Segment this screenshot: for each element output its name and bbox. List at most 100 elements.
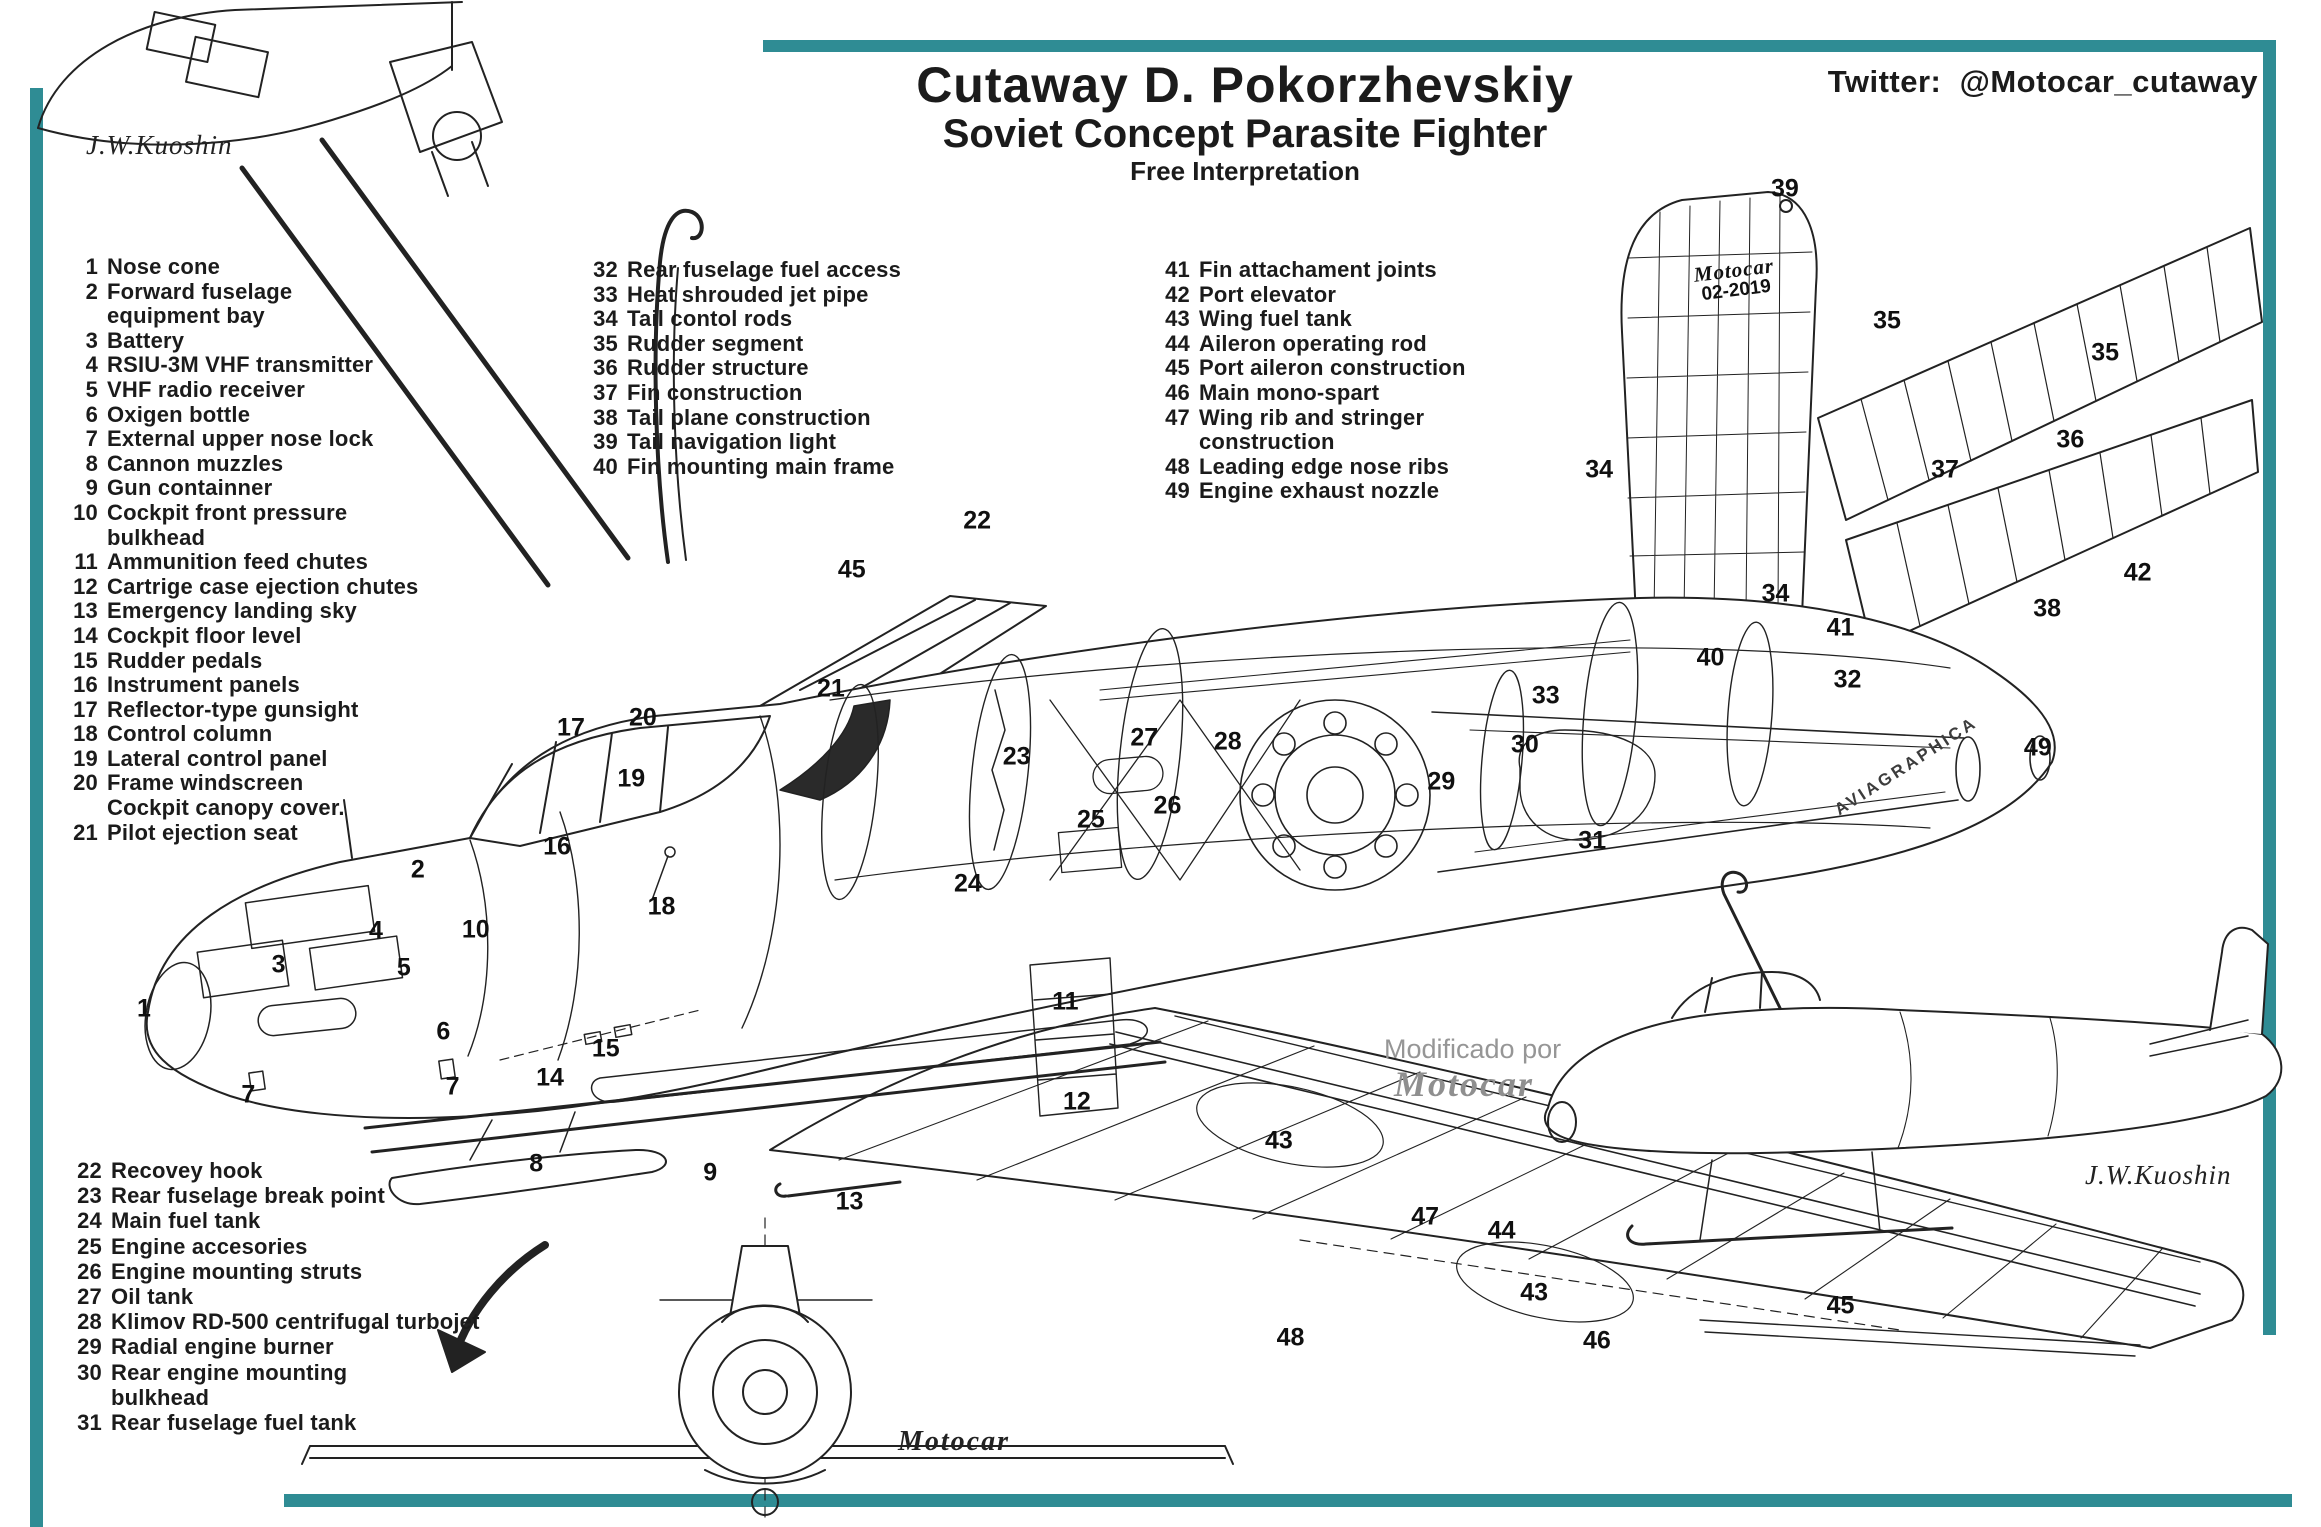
trapeze-detail-drawing	[37, 1, 631, 588]
modified-by-label: Modificado por	[1384, 1034, 1562, 1064]
legend-item-label: Rudder pedals	[107, 647, 263, 673]
legend-item-label: Ammunition feed chutes	[107, 549, 369, 575]
callout-40: 40	[1696, 643, 1725, 672]
legend-item-label: Recovey hook	[111, 1158, 263, 1183]
legend-item-number: 9	[85, 475, 98, 501]
callout-13: 13	[835, 1187, 864, 1216]
callout-11: 11	[1052, 987, 1079, 1016]
legend-item-label: Rudder structure	[627, 355, 809, 381]
legend-item-label: construction	[1199, 429, 1335, 455]
callout-7: 7	[241, 1080, 256, 1109]
callout-19: 19	[617, 764, 646, 793]
legend-item-label: Fin attachament joints	[1199, 257, 1437, 282]
legend-item-number: 17	[73, 696, 98, 722]
legend-item-label: Tail plane construction	[627, 404, 871, 430]
callout-10: 10	[461, 915, 490, 944]
legend-item-30-cont: bulkhead	[62, 1385, 480, 1410]
legend-item-label: equipment bay	[107, 303, 265, 329]
legend-item-label: Main mono-spart	[1199, 379, 1380, 405]
legend-item-label: Wing fuel tank	[1199, 306, 1352, 332]
legend-item-label: Frame windscreen	[107, 770, 304, 796]
twitter-label: Twitter:	[1827, 64, 1942, 99]
legend-item-number: 13	[73, 598, 98, 624]
legend-item-42: 42 Port elevator	[1150, 281, 1466, 308]
legend-item-43: 43 Wing fuel tank	[1150, 307, 1466, 332]
legend-item-label: Oil tank	[111, 1284, 194, 1310]
callout-37: 37	[1931, 455, 1959, 484]
legend-item-label: Port elevator	[1199, 281, 1337, 307]
front-view-drawing	[301, 1217, 1234, 1525]
legend-item-number: 32	[593, 257, 618, 282]
legend-item-label: Heat shrouded jet pipe	[627, 281, 869, 307]
callout-36: 36	[2056, 425, 2085, 454]
legend-item-number: 36	[593, 355, 618, 381]
title-line-3: Free Interpretation	[1130, 156, 1360, 186]
legend-item-number: 31	[77, 1410, 102, 1436]
legend-item-2-cont: equipment bay	[58, 304, 418, 329]
legend-item-label: Engine mounting struts	[111, 1258, 363, 1284]
legend-item-36: 36 Rudder structure	[578, 356, 901, 381]
callout-23: 23	[1002, 742, 1031, 771]
callout-43: 43	[1264, 1126, 1293, 1155]
callout-47: 47	[1411, 1202, 1439, 1231]
legend-item-10-cont: bulkhead	[58, 525, 418, 551]
legend-item-label: Cockpit canopy cover.	[107, 795, 345, 821]
legend-item-number: 7	[85, 426, 98, 452]
callout-33: 33	[1531, 681, 1560, 710]
callout-4: 4	[369, 916, 383, 945]
callout-29: 29	[1427, 767, 1456, 796]
legend-item-number: 11	[74, 549, 98, 575]
legend-item-number: 25	[77, 1233, 102, 1259]
nose-equipment-drawing	[144, 799, 701, 1092]
callout-12: 12	[1063, 1087, 1091, 1116]
callout-49: 49	[2023, 733, 2052, 762]
legend-item-label: Nose cone	[107, 254, 221, 279]
callout-48: 48	[1276, 1323, 1305, 1352]
title-line-1: Cutaway D. Pokorzhevskiy	[916, 57, 1574, 113]
legend-item-11: 11 Ammunition feed chutes	[58, 550, 418, 575]
callout-43: 43	[1520, 1278, 1549, 1307]
legend-item-number: 35	[593, 330, 618, 356]
legend-item-number: 12	[73, 573, 98, 599]
rotation-arrow	[437, 1241, 549, 1373]
legend-item-number: 43	[1165, 306, 1190, 332]
legend-item-number: 6	[85, 401, 98, 427]
callout-14: 14	[536, 1063, 564, 1092]
callout-26: 26	[1153, 791, 1182, 820]
legend-item-label: Leading edge nose ribs	[1199, 453, 1450, 479]
legend-item-label: Cockpit floor level	[107, 622, 302, 648]
callout-30: 30	[1510, 730, 1539, 759]
frame-left-bar	[30, 88, 43, 1527]
legend-item-number: 42	[1165, 281, 1190, 307]
legend-item-number: 2	[85, 278, 98, 304]
callout-15: 15	[591, 1034, 620, 1063]
callout-38: 38	[2033, 594, 2062, 623]
front-view-signature: Motocar	[898, 1426, 1010, 1457]
callout-3: 3	[271, 950, 286, 979]
legend-item-label: Control column	[107, 721, 273, 747]
fuselage-drawing	[145, 596, 2056, 1119]
title-block: Cutaway D. Pokorzhevskiy Soviet Concept …	[770, 58, 1720, 186]
callout-39: 39	[1770, 174, 1799, 203]
callout-16: 16	[543, 832, 571, 861]
callout-1: 1	[136, 994, 151, 1023]
legend-item-number: 27	[77, 1284, 102, 1310]
legend-item-label: Rear engine mounting	[111, 1359, 348, 1385]
